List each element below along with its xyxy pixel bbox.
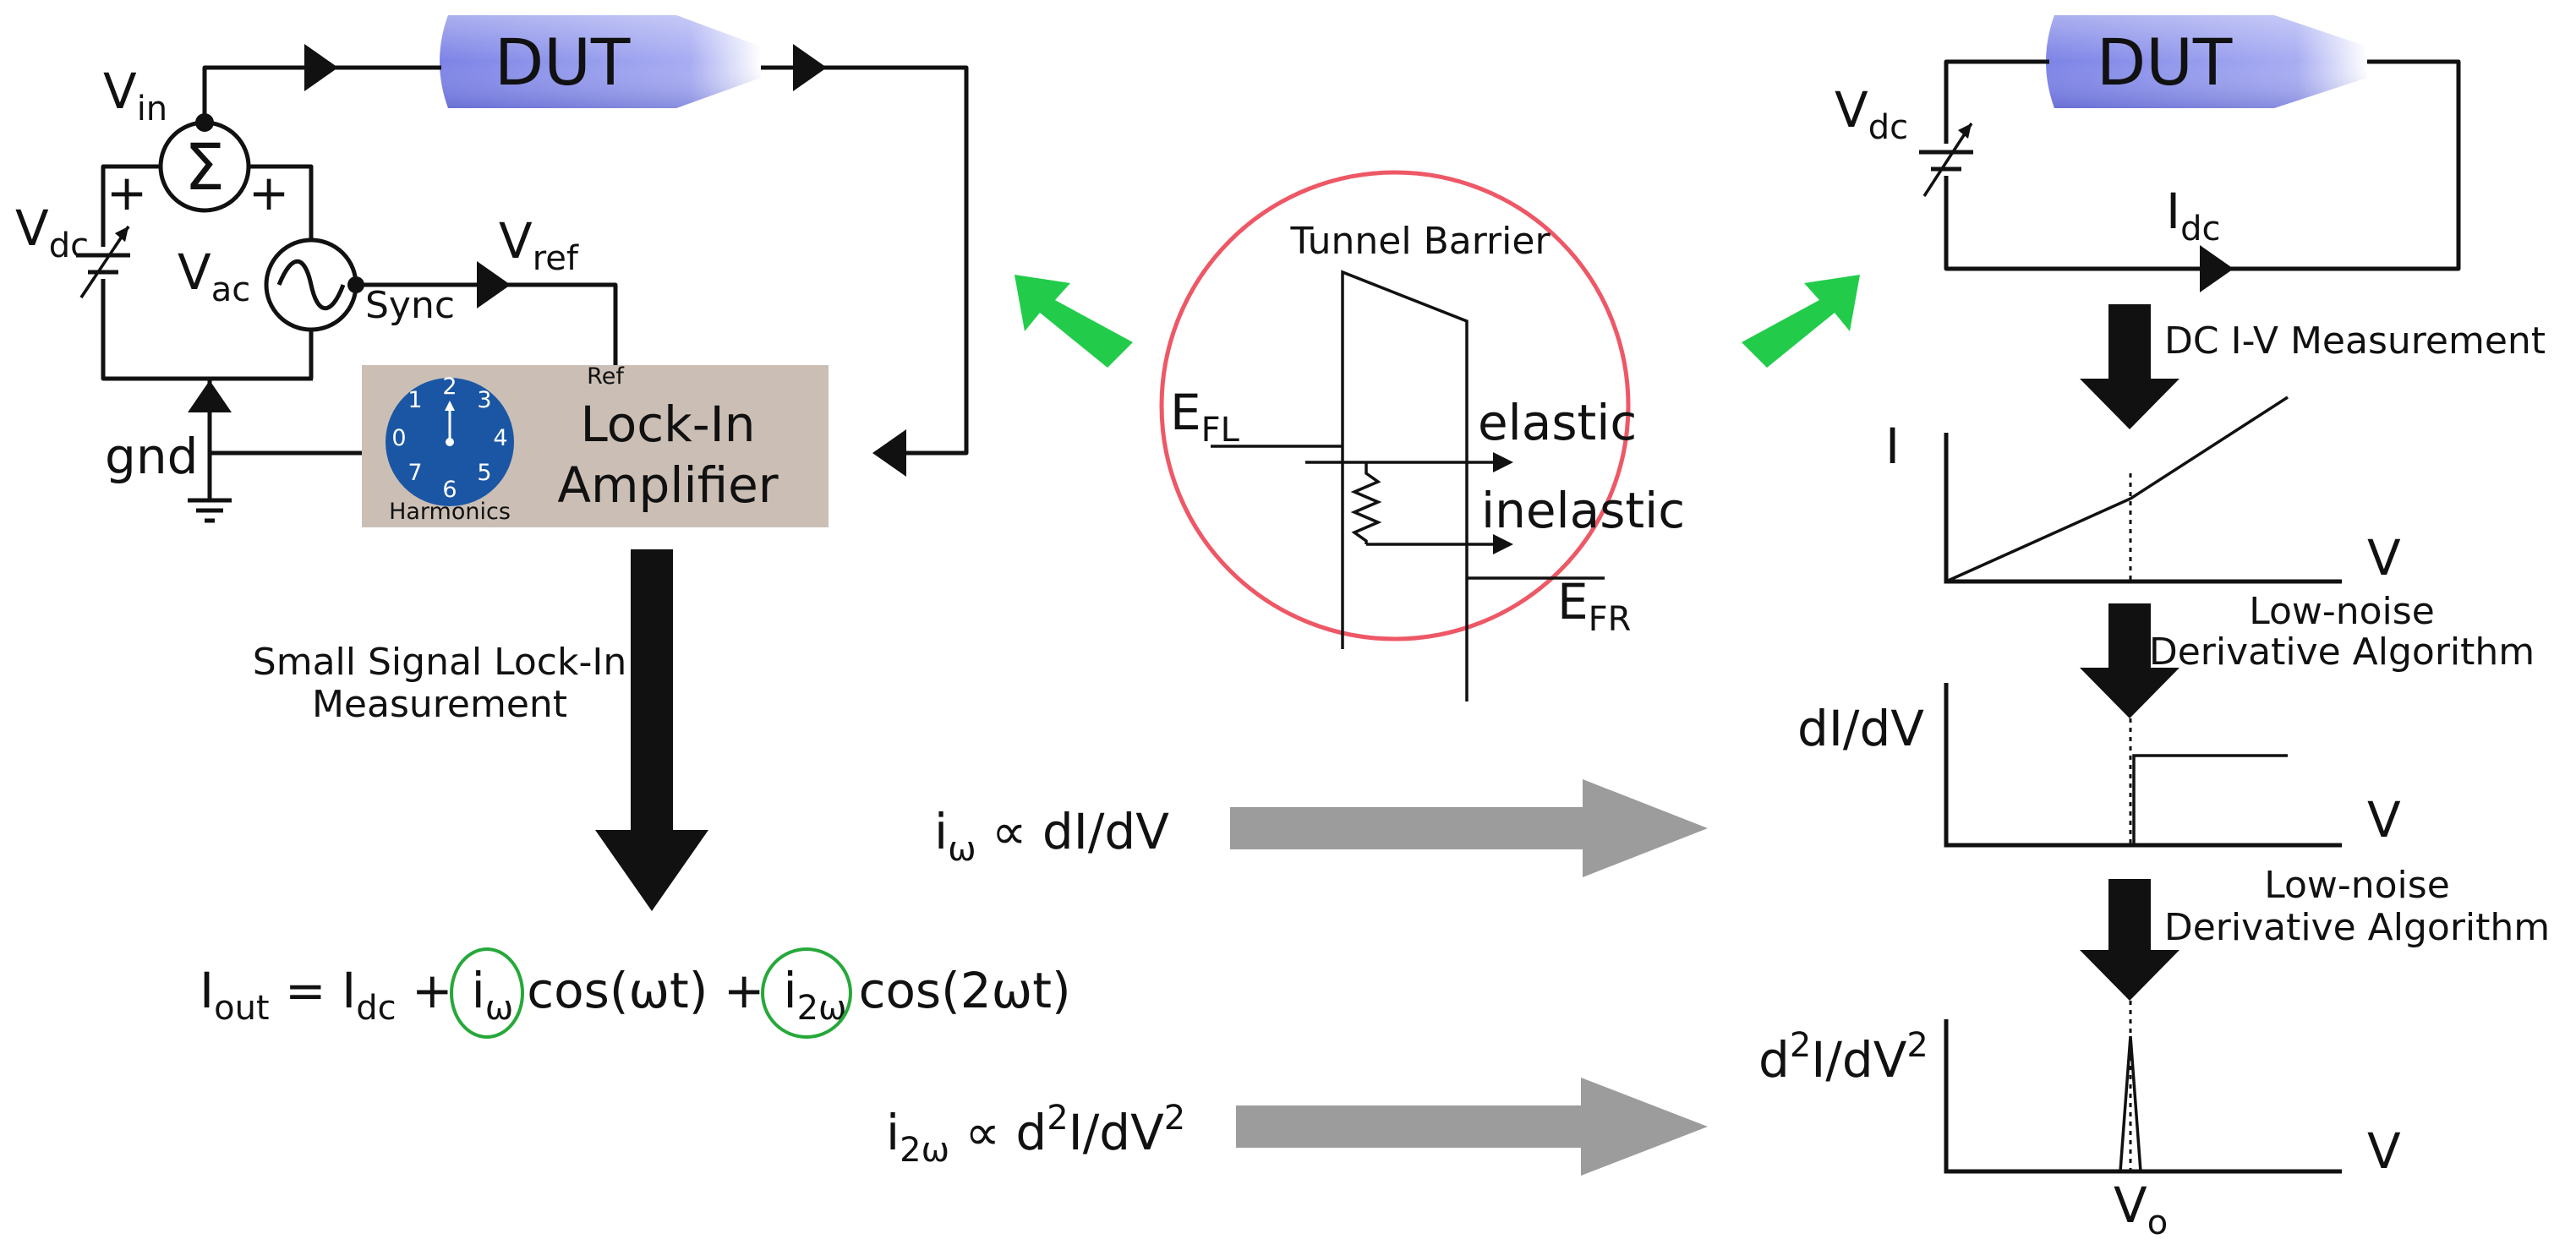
arrow-dut-out	[793, 44, 827, 91]
plot-iv-xlabel: V	[2367, 529, 2401, 587]
right-dut: DUT	[2046, 15, 2367, 108]
dial-number: 0	[391, 425, 406, 451]
vin-label: Vin	[103, 63, 167, 128]
relation-first: iω ∝ dI/dV	[934, 803, 1169, 869]
plot-d2idv2-xlabel: V	[2367, 1122, 2401, 1180]
tunnel-title: Tunnel Barrier	[1289, 220, 1551, 263]
plot-d2idv2-ylabel: d2I/dV2	[1758, 1026, 1928, 1089]
lockin-measurement-line2: Measurement	[312, 683, 567, 726]
plot-iv-ylabel: I	[1885, 418, 1900, 475]
right-vdc-source	[1919, 123, 1973, 197]
inelastic-label: inelastic	[1481, 482, 1685, 539]
plot-didv: dI/dV V	[1797, 683, 2401, 849]
plot-d2idv2-peak	[2119, 1035, 2142, 1172]
vref-label: Vref	[499, 212, 579, 278]
wire-iout	[761, 65, 969, 456]
wire-vref	[356, 282, 618, 365]
plot-didv-xlabel: V	[2367, 791, 2401, 849]
dial-number: 3	[477, 387, 491, 413]
plot-d2idv2-axes	[1944, 1019, 2342, 1174]
step3-line2: Derivative Algorithm	[2164, 906, 2550, 949]
inelastic-squiggle	[1350, 462, 1382, 544]
plot-iv-curve	[1945, 396, 2289, 583]
right-dut-label: DUT	[2097, 25, 2233, 100]
relation-second: i2ω ∝ d2I/dV2	[886, 1099, 1185, 1170]
plot-didv-axes	[1944, 683, 2342, 848]
tunnel-barrier-diagram: Tunnel Barrier EFL EFR elastic inelastic	[1159, 170, 1685, 701]
highlight-i-2omega	[761, 947, 852, 1039]
dial-number: 2	[442, 374, 457, 400]
left-dut-label: DUT	[495, 25, 631, 100]
plus-left: +	[107, 164, 148, 221]
dial-number: 6	[442, 477, 457, 503]
dial-number: 1	[407, 387, 422, 413]
plot-didv-ylabel: dI/dV	[1797, 700, 1924, 757]
wire-sum-vac	[249, 164, 314, 241]
green-arrow-right	[1742, 275, 1860, 368]
arrow-vin	[304, 44, 338, 91]
dc-chain: DC I-V Measurement I V Low-noise Derivat…	[1758, 304, 2550, 1242]
lockin-measurement-line1: Small Signal Lock-In	[253, 641, 626, 684]
efl-label: EFL	[1170, 384, 1240, 450]
gray-arrow-first	[1230, 779, 1708, 877]
sync-label: Sync	[365, 284, 455, 327]
sigma-symbol: Σ	[184, 129, 225, 205]
plot-iv: I V	[1885, 396, 2401, 587]
dial-numbers: 2 3 4 5 6 7 0 1	[391, 374, 507, 503]
right-vdc-label: Vdc	[1835, 81, 1908, 147]
step1-label: DC I-V Measurement	[2164, 319, 2546, 363]
elastic-label: elastic	[1478, 394, 1637, 451]
lockin-amplifier: Ref Lock-In Amplifier 2 3 4 5 6 7 0 1 Ha…	[362, 363, 829, 527]
arrow-lockin-measurement	[595, 549, 708, 911]
right-circuit: DUT Vdc Idc	[1835, 15, 2461, 292]
left-dut: DUT	[440, 15, 761, 108]
step3-line1: Low-noise	[2264, 864, 2450, 907]
wire-vin-to-dut	[202, 65, 441, 123]
arrow-derivative-2	[2080, 879, 2179, 1001]
arrow-vref	[477, 261, 511, 308]
plot-didv-step	[2132, 754, 2288, 845]
idc-label: Idc	[2166, 183, 2221, 248]
dial-number: 7	[407, 460, 422, 486]
step2-line2: Derivative Algorithm	[2149, 630, 2535, 674]
barrier-outline	[1341, 270, 1468, 701]
dial-number: 4	[493, 425, 507, 451]
tunnel-circle	[1159, 170, 1631, 641]
ground-icon	[188, 498, 232, 523]
arrow-ground	[188, 380, 232, 412]
dial-number: 5	[477, 460, 491, 486]
arrow-dc-iv	[2080, 304, 2179, 429]
vin-node	[195, 113, 214, 132]
vdc-label: Vdc	[15, 199, 89, 265]
arrow-lockin-in	[872, 429, 906, 477]
relations: iω ∝ dI/dV i2ω ∝ d2I/dV2	[886, 779, 1708, 1176]
efr-label: EFR	[1557, 573, 1631, 639]
plot-iv-axes	[1944, 433, 2342, 584]
lockin-subtitle: Amplifier	[557, 456, 778, 514]
left-circuit: DUT Σ + + Vin Vdc	[15, 15, 969, 911]
gnd-label: gnd	[105, 428, 198, 485]
ref-label: Ref	[587, 363, 625, 390]
gray-arrow-second	[1236, 1078, 1708, 1176]
arrow-derivative-1	[2080, 603, 2179, 718]
plot-d2idv2: d2I/dV2 V Vo	[1758, 1001, 2401, 1242]
lockin-title: Lock-In	[580, 396, 755, 453]
harmonics-label: Harmonics	[389, 499, 511, 525]
plus-right: +	[249, 164, 290, 221]
vac-label: Vac	[178, 243, 250, 309]
step2-line1: Low-noise	[2249, 590, 2435, 633]
sine-icon	[276, 259, 346, 311]
v0-label: Vo	[2114, 1176, 2168, 1242]
arrow-idc	[2200, 245, 2234, 292]
green-arrow-left	[1015, 275, 1133, 368]
highlight-i-omega	[450, 947, 524, 1039]
